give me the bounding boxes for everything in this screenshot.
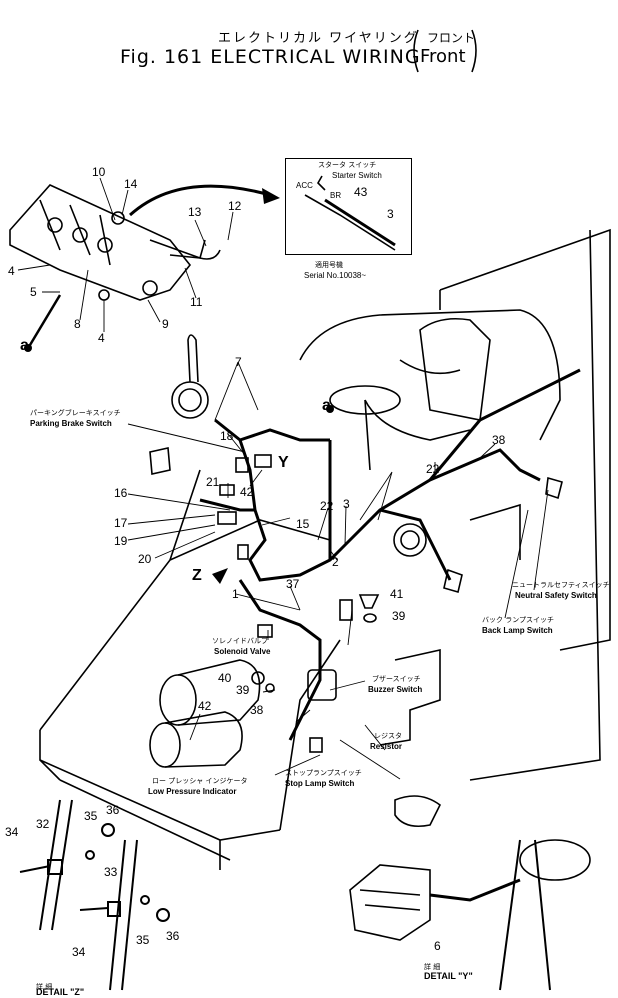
part-number: 13 xyxy=(188,205,202,219)
part-number: 32 xyxy=(36,817,50,831)
resistor-label-jp: レジスタ xyxy=(374,732,402,740)
part-number: 38 xyxy=(492,433,506,447)
solenoid-label-jp: ソレノイドバルブ xyxy=(212,637,268,645)
part-number: 39 xyxy=(236,683,250,697)
acc-label: ACC xyxy=(296,181,313,190)
marker-a-dashboard: a xyxy=(20,337,29,354)
serial-number-label: Serial No.10038~ xyxy=(304,271,367,280)
starter-switch-inset xyxy=(285,158,412,255)
figure-title: Fig. 161 ELECTRICAL WIRING xyxy=(120,46,421,68)
part-number: 19 xyxy=(114,534,128,548)
marker-y: Y xyxy=(278,454,289,471)
back-lamp-switch-label: Back Lamp Switch xyxy=(482,626,553,635)
buzzer-label-jp: ブザースイッチ xyxy=(372,675,421,683)
detail-z-label: DETAIL "Z" xyxy=(36,987,85,997)
parking-brake-switch-label: Parking Brake Switch xyxy=(30,419,112,428)
neutral-safety-label-jp: ニュートラルセフティスイッチ xyxy=(512,581,610,589)
part-number: 21 xyxy=(206,475,220,489)
part-number: 4 xyxy=(8,264,15,278)
part-number: 33 xyxy=(104,865,118,879)
part-number: 40 xyxy=(218,671,232,685)
part-number: 17 xyxy=(114,516,128,530)
part-number: 43 xyxy=(354,185,368,199)
neutral-safety-switch-label: Neutral Safety Switch xyxy=(515,591,597,600)
part-number: 10 xyxy=(92,165,106,179)
title-japanese: エレクトリカル ワイヤリング xyxy=(218,31,419,46)
part-number: 8 xyxy=(74,317,81,331)
part-number: 3 xyxy=(343,497,350,511)
marker-a-harness: a xyxy=(322,397,331,414)
part-number: 11 xyxy=(190,295,203,309)
title-front-japanese: フロント xyxy=(427,31,476,45)
part-number: 42 xyxy=(198,699,212,713)
part-number: 16 xyxy=(114,486,128,500)
detail-z-label-jp: 詳 細 xyxy=(36,983,53,991)
part-number: 9 xyxy=(162,317,169,331)
part-number: 37 xyxy=(286,577,300,591)
title-front: Front xyxy=(420,46,466,67)
part-number: 36 xyxy=(106,803,120,817)
starter-switch-label-jp: スタータ スイッチ xyxy=(318,161,377,169)
part-number: 36 xyxy=(166,929,180,943)
part-number: 12 xyxy=(228,199,242,213)
detail-y-label: DETAIL "Y" xyxy=(424,971,473,981)
part-number: 2 xyxy=(332,555,339,569)
part-number: 38 xyxy=(250,703,264,717)
part-number: 20 xyxy=(138,552,152,566)
part-number: 1 xyxy=(232,587,239,601)
low-pressure-label-jp: ロー プレッシャ インジケータ xyxy=(152,777,248,785)
detail-y-label-jp: 詳 細 xyxy=(424,963,441,971)
resistor-label: Resistor xyxy=(370,742,403,751)
starter-switch-label: Starter Switch xyxy=(332,171,382,180)
part-number: 14 xyxy=(124,177,138,191)
part-number: 7 xyxy=(235,355,242,369)
part-number: 18 xyxy=(220,429,234,443)
part-number: 35 xyxy=(84,809,98,823)
part-number: 22 xyxy=(320,499,334,513)
part-number: 6 xyxy=(434,939,441,953)
marker-z: Z xyxy=(192,567,202,584)
solenoid-valve-label: Solenoid Valve xyxy=(214,647,271,656)
part-number: 3 xyxy=(387,207,394,221)
stop-lamp-label-jp: ストップランプスイッチ xyxy=(285,769,362,777)
part-number: 39 xyxy=(392,609,406,623)
part-number: 41 xyxy=(390,587,404,601)
low-pressure-indicator-label: Low Pressure Indicator xyxy=(148,787,237,796)
part-number: 34 xyxy=(72,945,86,959)
serial-label-jp: 適用号機 xyxy=(315,261,343,269)
br-label: BR xyxy=(330,191,342,200)
part-number: 34 xyxy=(5,825,19,839)
part-number: 15 xyxy=(296,517,310,531)
part-number: 4 xyxy=(98,331,105,345)
part-number: 5 xyxy=(30,285,37,299)
back-lamp-label-jp: バック ランプスイッチ xyxy=(482,616,555,624)
parking-brake-label-jp: パーキングブレーキスイッチ xyxy=(30,409,121,417)
part-number: 22 xyxy=(426,462,440,476)
stop-lamp-switch-label: Stop Lamp Switch xyxy=(285,779,355,788)
part-number: 42 xyxy=(240,485,254,499)
buzzer-switch-label: Buzzer Switch xyxy=(368,685,423,694)
part-number: 35 xyxy=(136,933,150,947)
